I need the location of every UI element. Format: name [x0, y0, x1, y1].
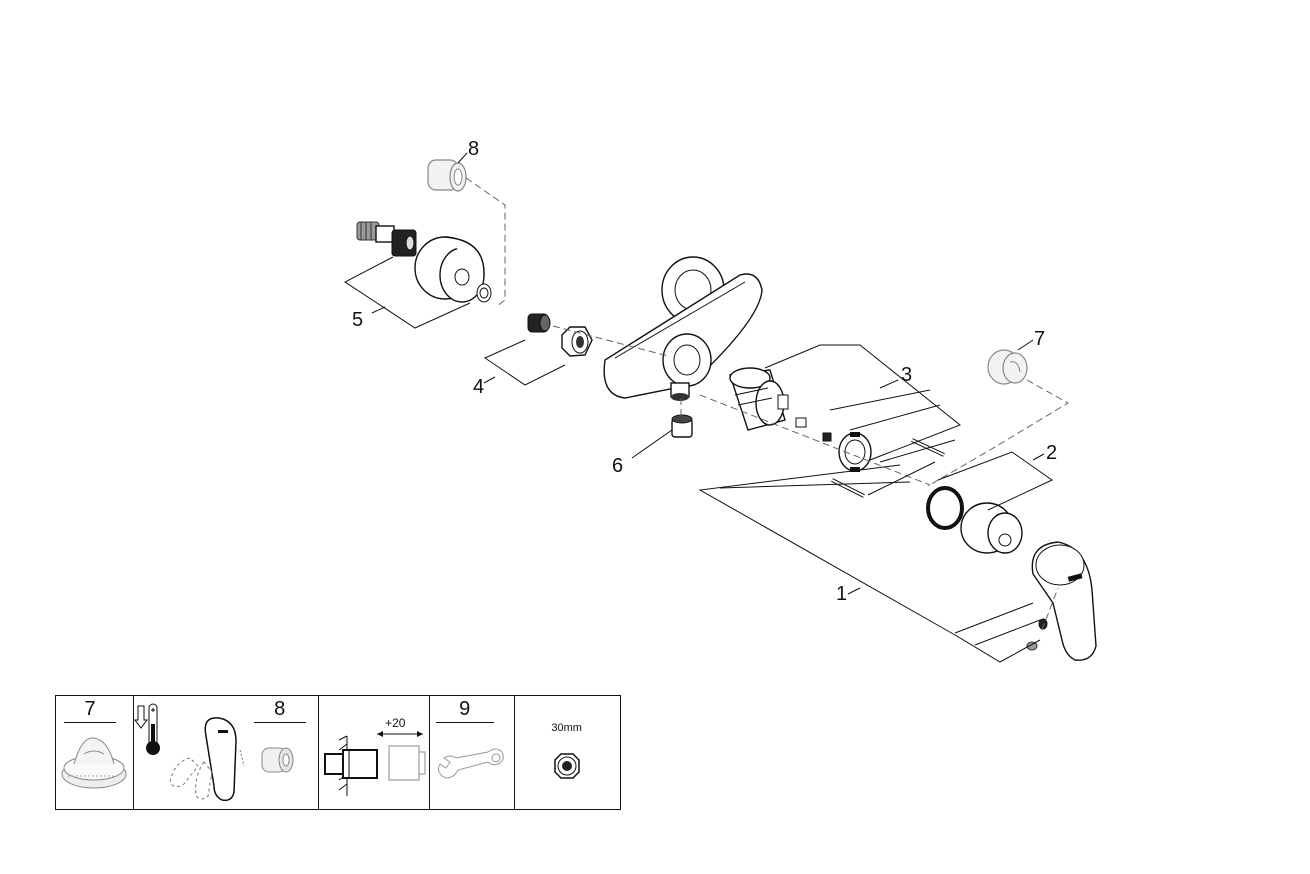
part-5-rosette [414, 236, 492, 303]
callout-7: 7 [1034, 328, 1045, 350]
part-2-escutcheon [960, 502, 1023, 554]
legend-cell-extension: +20 [319, 696, 430, 809]
part-4-connector [527, 313, 551, 333]
legend-number-7: 7 [84, 698, 96, 720]
nut-size-label: 30mm [551, 722, 582, 734]
thermometer-icon [133, 703, 245, 802]
callout-4: 4 [473, 376, 484, 398]
part-6-regulator [671, 414, 693, 438]
callout-8: 8 [468, 138, 479, 160]
callout-3: 3 [901, 364, 912, 386]
part-4-nut [561, 326, 593, 357]
legend-cell-cap: 7 [56, 696, 134, 809]
spare-parts-legend: 7 8 [55, 695, 621, 810]
legend-number-8: 8 [274, 698, 286, 720]
part-3-locking-ring [838, 432, 872, 472]
wrench-icon [437, 748, 504, 779]
part-5-eccentric-connector [356, 221, 417, 257]
mixer-body [603, 256, 763, 401]
part-2-o-ring [926, 486, 964, 530]
nut-icon [554, 753, 581, 779]
callout-5: 5 [352, 309, 363, 331]
part-1-handle [1026, 541, 1097, 661]
callout-2: 2 [1046, 442, 1057, 464]
callout-1: 1 [836, 583, 847, 605]
legend-cell-temperature: 8 [133, 696, 320, 809]
part-3-spindle [795, 417, 832, 442]
adapter-icon [261, 747, 294, 773]
cap-icon [61, 737, 127, 789]
legend-cell-nut: 30mm [515, 696, 620, 809]
extension-label: +20 [385, 716, 406, 730]
part-8-adapter [427, 159, 467, 192]
extension-icon [324, 731, 426, 796]
part-3-cartridge [729, 367, 789, 431]
part-7-cap [987, 349, 1028, 385]
legend-cell-wrench: 9 [430, 696, 516, 809]
legend-number-9: 9 [459, 698, 471, 720]
callout-6: 6 [612, 455, 623, 477]
